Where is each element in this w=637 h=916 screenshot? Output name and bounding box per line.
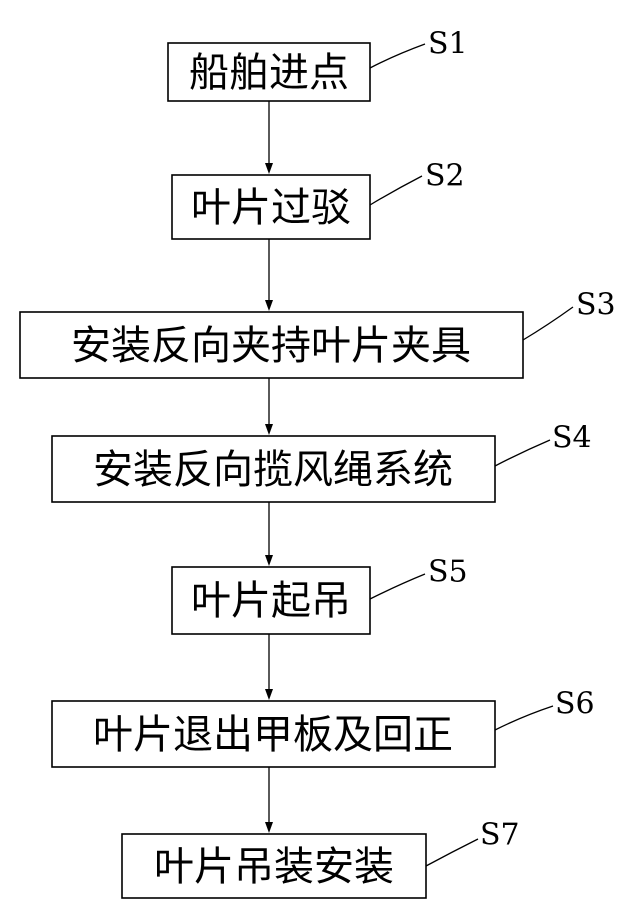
step-5: 叶片起吊 S5 xyxy=(172,555,468,635)
step-2-leader-line xyxy=(370,176,422,205)
arrow-3-4 xyxy=(265,378,273,435)
step-5-leader-line xyxy=(370,574,425,599)
step-1-leader-line xyxy=(370,44,425,68)
step-6: 叶片退出甲板及回正 S6 xyxy=(52,687,595,768)
arrow-2-3 xyxy=(265,239,273,311)
step-7: 叶片吊装安装 S7 xyxy=(122,818,520,899)
step-6-tag: S6 xyxy=(555,687,595,722)
step-7-label: 叶片吊装安装 xyxy=(154,844,394,890)
step-5-label: 叶片起吊 xyxy=(191,578,351,624)
step-1-tag: S1 xyxy=(428,27,468,62)
step-4-label: 安装反向揽风绳系统 xyxy=(93,447,453,493)
step-2-tag: S2 xyxy=(425,159,465,194)
step-2-label: 叶片过驳 xyxy=(191,185,351,231)
step-3-leader-line xyxy=(523,307,573,340)
arrow-4-5 xyxy=(265,502,273,566)
arrow-6-7 xyxy=(265,767,273,833)
step-1-label: 船舶进点 xyxy=(189,50,349,96)
step-5-tag: S5 xyxy=(428,555,468,590)
step-4-tag: S4 xyxy=(552,421,592,456)
step-3-tag: S3 xyxy=(576,288,616,323)
step-2: 叶片过驳 S2 xyxy=(172,159,465,240)
step-4-leader-line xyxy=(495,440,550,466)
step-3-label: 安装反向夹持叶片夹具 xyxy=(71,323,471,369)
step-1: 船舶进点 S1 xyxy=(168,27,468,102)
step-4: 安装反向揽风绳系统 S4 xyxy=(52,421,592,503)
step-3: 安装反向夹持叶片夹具 S3 xyxy=(20,288,616,379)
arrow-5-6 xyxy=(265,634,273,700)
step-7-tag: S7 xyxy=(480,818,520,853)
step-7-leader-line xyxy=(426,839,478,866)
step-6-leader-line xyxy=(495,706,553,730)
arrow-1-2 xyxy=(265,101,273,174)
step-6-label: 叶片退出甲板及回正 xyxy=(93,712,453,758)
